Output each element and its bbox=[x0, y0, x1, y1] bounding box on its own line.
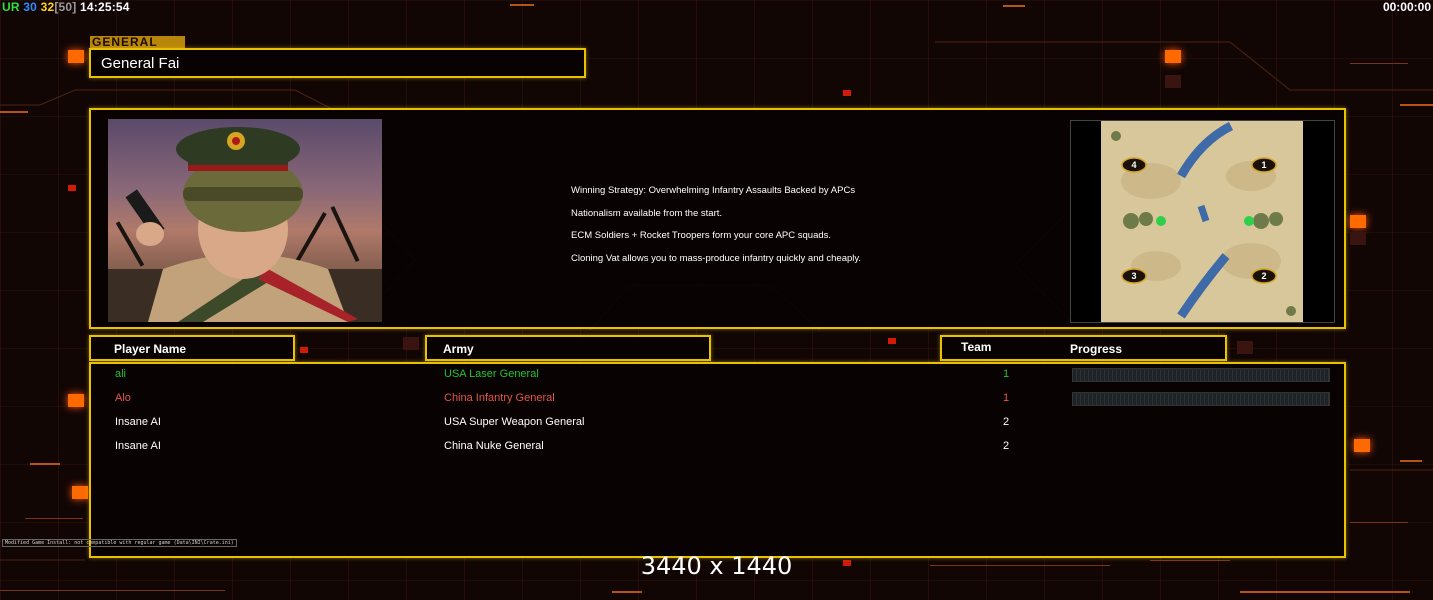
resolution-label: 3440 x 1440 bbox=[640, 552, 793, 580]
player-army: China Nuke General bbox=[444, 440, 544, 452]
player-name: Insane AI bbox=[115, 416, 161, 428]
accent-square bbox=[1354, 439, 1370, 452]
hud-stats: UR 30 32[50] 14:25:54 bbox=[2, 0, 130, 14]
hud-ur-label: UR bbox=[2, 0, 20, 14]
start-position-3: 3 bbox=[1131, 271, 1136, 281]
player-row[interactable]: Alo China Infantry General 1 bbox=[91, 388, 1344, 410]
mod-warning: Modified Game Install: not compatible wi… bbox=[2, 539, 237, 547]
general-portrait bbox=[108, 119, 382, 322]
strategy-line: Nationalism available from the start. bbox=[571, 207, 723, 219]
general-info-panel: Winning Strategy: Overwhelming Infantry … bbox=[89, 108, 1346, 329]
player-team: 1 bbox=[1003, 368, 1010, 380]
accent-line bbox=[612, 591, 642, 593]
hud-fps: 32 bbox=[40, 0, 55, 14]
general-tag: GENERAL bbox=[90, 36, 185, 48]
accent-line bbox=[930, 565, 1110, 566]
player-row[interactable]: Insane AI USA Super Weapon General 2 bbox=[91, 412, 1344, 434]
accent-square bbox=[68, 185, 76, 191]
accent-square bbox=[1350, 215, 1366, 228]
strategy-line: ECM Soldiers + Rocket Troopers form your… bbox=[571, 230, 832, 241]
general-name-panel: General Fai bbox=[89, 48, 586, 78]
accent-line bbox=[1240, 591, 1410, 593]
strategy-line: Cloning Vat allows you to mass-produce i… bbox=[571, 252, 862, 264]
player-row[interactable]: Insane AI China Nuke General 2 bbox=[91, 436, 1344, 458]
hud-timer: 00:00:00 bbox=[1382, 0, 1431, 14]
header-army-label: Army bbox=[443, 342, 474, 356]
general-name: General Fai bbox=[101, 55, 180, 72]
header-team-progress: Team Progress bbox=[940, 335, 1227, 361]
minimap: 4 1 3 2 bbox=[1070, 120, 1335, 323]
start-position-1: 1 bbox=[1261, 160, 1266, 170]
hud-ur-value: 30 bbox=[23, 0, 38, 14]
accent-line bbox=[1400, 104, 1433, 106]
start-position-2: 2 bbox=[1261, 271, 1266, 281]
header-progress-label: Progress bbox=[1070, 342, 1123, 356]
player-army: China Infantry General bbox=[444, 392, 555, 404]
player-army: USA Laser General bbox=[444, 368, 539, 380]
accent-line bbox=[0, 590, 225, 591]
accent-square bbox=[1165, 75, 1181, 88]
accent-line bbox=[0, 111, 28, 113]
accent-line bbox=[1350, 522, 1408, 523]
player-name: Insane AI bbox=[115, 440, 161, 452]
progress-bar bbox=[1072, 392, 1330, 406]
strategy-text: Winning Strategy: Overwhelming Infantry … bbox=[571, 180, 861, 270]
player-team: 2 bbox=[1003, 416, 1010, 428]
accent-square bbox=[843, 90, 851, 96]
progress-bar bbox=[1072, 368, 1330, 382]
header-team-label: Team bbox=[961, 340, 992, 354]
accent-square bbox=[68, 394, 84, 407]
player-team: 2 bbox=[1003, 440, 1010, 452]
hud-clock: 14:25:54 bbox=[80, 0, 130, 14]
accent-line bbox=[1350, 63, 1408, 64]
player-team: 1 bbox=[1003, 392, 1010, 404]
accent-line bbox=[30, 463, 60, 465]
hud-fps-limit: [50] bbox=[54, 0, 77, 14]
player-army: USA Super Weapon General bbox=[444, 416, 585, 428]
start-position-4: 4 bbox=[1131, 160, 1136, 170]
strategy-line: Winning Strategy: Overwhelming Infantry … bbox=[571, 185, 856, 196]
accent-square bbox=[68, 50, 84, 63]
player-row[interactable]: ali USA Laser General 1 bbox=[91, 364, 1344, 386]
accent-square bbox=[888, 338, 896, 344]
accent-square bbox=[403, 337, 419, 350]
accent-square bbox=[1165, 50, 1181, 63]
accent-line bbox=[25, 518, 83, 519]
accent-line bbox=[1150, 560, 1230, 561]
header-player-name: Player Name bbox=[89, 335, 295, 361]
player-name: Alo bbox=[115, 392, 131, 404]
accent-square bbox=[1237, 341, 1253, 354]
accent-square bbox=[72, 486, 88, 499]
accent-line bbox=[1003, 5, 1025, 7]
accent-square bbox=[300, 347, 308, 353]
player-name: ali bbox=[115, 368, 127, 380]
header-player-label: Player Name bbox=[114, 342, 187, 356]
accent-square bbox=[843, 560, 851, 566]
accent-square bbox=[1350, 232, 1366, 245]
header-army: Army bbox=[425, 335, 711, 361]
accent-line bbox=[510, 4, 534, 6]
accent-line bbox=[1400, 460, 1422, 462]
